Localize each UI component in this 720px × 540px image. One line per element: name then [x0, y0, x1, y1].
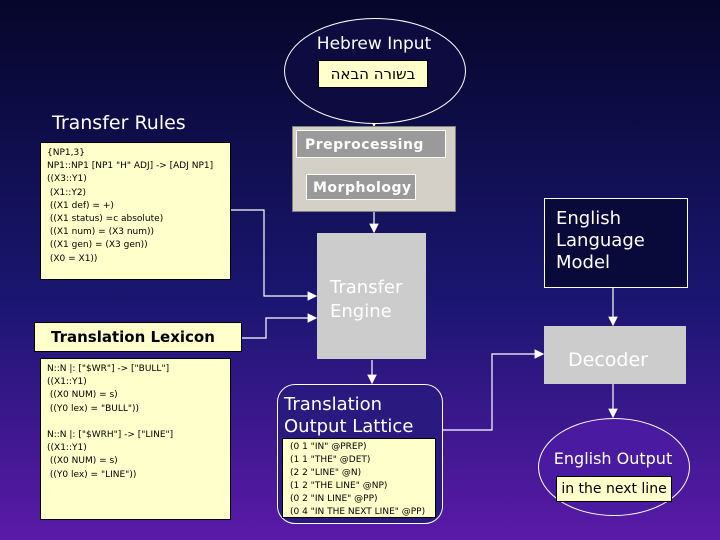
rule-line: {NP1,3} [47, 148, 85, 158]
lattice-title-line2: Output Lattice [284, 416, 414, 437]
arrow-lattice-to-decoder [441, 349, 545, 431]
decoder-label: Decoder [568, 349, 648, 371]
transfer-engine-line2: Engine [330, 301, 392, 322]
english-output-title: English Output [553, 449, 673, 468]
rule-line: ((X1 status) =c absolute) [47, 214, 164, 225]
morphology-label: Morphology [306, 174, 416, 200]
lattice-line: (0 2 "IN LINE" @PP) [290, 493, 378, 504]
translation-output-lattice-title: Translation Output Lattice [284, 394, 439, 438]
lattice-line: (1 1 "THE" @DET) [290, 454, 371, 465]
transfer-rules-title: Transfer Rules [52, 112, 186, 134]
lattice-line: (0 1 "IN" @PREP) [290, 442, 367, 452]
translation-lexicon-title: Translation Lexicon [34, 322, 242, 352]
preprocessing-label: Preprocessing [296, 130, 446, 158]
lexicon-line: ((X1::Y1) [47, 377, 87, 388]
arrow-lexicon-to-engine [231, 313, 318, 339]
translation-lexicon-document: N::N |: ["$WR"] -> ["BULL"] ((X1::Y1) ((… [40, 358, 231, 520]
translation-output-lattice-content: (0 1 "IN" @PREP) (1 1 "THE" @DET) (2 2 "… [282, 438, 436, 518]
lm-line3: Model [556, 252, 611, 273]
english-output-text: in the next line [556, 476, 672, 502]
lattice-line: (1 2 "THE LINE" @NP) [290, 480, 388, 491]
transfer-engine-box [317, 233, 426, 359]
lattice-line: (0 4 "IN THE NEXT LINE" @PP) [290, 506, 426, 517]
lexicon-line: ((Y0 lex) = "BULL")) [47, 403, 140, 414]
lexicon-line: ((X0 NUM) = s) [47, 390, 118, 401]
transfer-rules-document: {NP1,3} NP1::NP1 [NP1 "H" ADJ] -> [ADJ N… [40, 142, 231, 280]
rule-line: (X1::Y2) [47, 187, 87, 198]
lm-line2: Language [556, 230, 645, 251]
rule-line: ((X1 num) = (X3 num)) [47, 227, 155, 238]
rule-line: ((X3::Y1) [47, 174, 87, 185]
lm-line1: English [556, 208, 621, 229]
transfer-engine-line1: Transfer [330, 277, 403, 298]
english-language-model-document [544, 198, 688, 288]
hebrew-input-text: בשורה הבאה [318, 60, 428, 88]
rule-line: ((X1 def) = +) [47, 200, 114, 211]
rule-line: NP1::NP1 [NP1 "H" ADJ] -> [ADJ NP1] [47, 161, 214, 172]
lexicon-line: ((X0 NUM) = s) [47, 456, 118, 467]
lexicon-line: ((Y0 lex) = "LINE")) [47, 469, 137, 480]
rule-line: ((X1 gen) = (X3 gen)) [47, 240, 148, 251]
arrow-rules-to-engine [231, 209, 318, 301]
hebrew-input-title: Hebrew Input [316, 34, 432, 54]
lexicon-line: N::N |: ["$WR"] -> ["BULL"] [47, 364, 170, 374]
rule-line: (X0 = X1)) [47, 253, 98, 264]
transfer-engine-label: Transfer Engine [330, 276, 430, 324]
lexicon-line [47, 416, 230, 429]
english-language-model-label: English Language Model [556, 208, 676, 274]
lexicon-line: N::N |: ["$WRH"] -> ["LINE"] [47, 430, 174, 441]
decoder-box [544, 326, 686, 384]
lexicon-line: ((X1::Y1) [47, 443, 87, 454]
lattice-title-line1: Translation [284, 394, 383, 415]
lattice-line: (2 2 "LINE" @N) [290, 467, 362, 478]
